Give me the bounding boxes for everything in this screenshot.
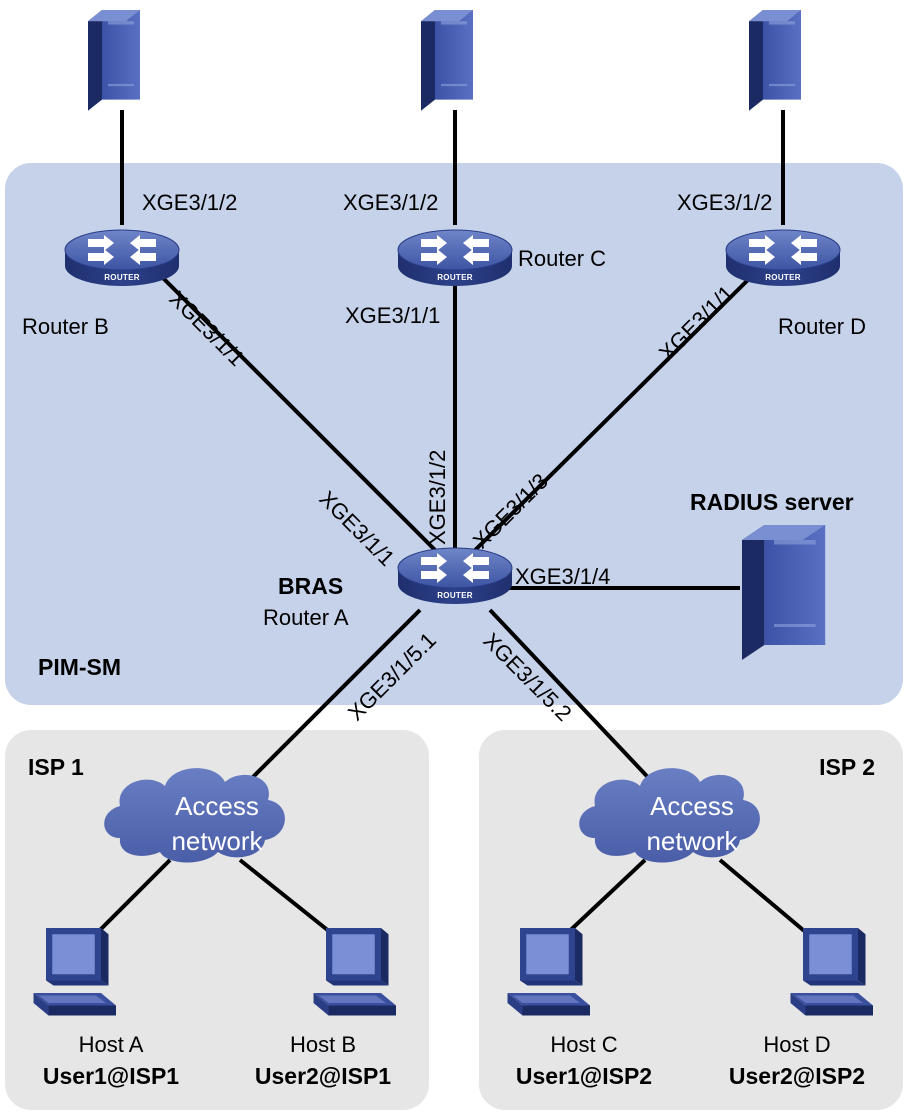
cloud-isp1-line2: network bbox=[171, 826, 263, 856]
host-d-label: Host D bbox=[763, 1032, 830, 1057]
host-a-label: Host A bbox=[79, 1032, 144, 1057]
router-c-icon: ROUTER bbox=[397, 229, 513, 287]
cloud-isp1-line1: Access bbox=[175, 791, 259, 821]
pim-sm-label: PIM-SM bbox=[38, 654, 121, 680]
server-icon-b bbox=[88, 10, 140, 111]
port-d-up: XGE3/1/2 bbox=[677, 190, 772, 215]
port-b-up: XGE3/1/2 bbox=[142, 190, 237, 215]
host-c-label: Host C bbox=[550, 1032, 617, 1057]
bras-label: BRAS bbox=[278, 573, 343, 599]
access-network-cloud-isp1: Access network bbox=[104, 768, 285, 863]
cloud-isp2-line2: network bbox=[646, 826, 738, 856]
router-c-label: Router C bbox=[518, 246, 606, 271]
link-cloud2-hostc bbox=[558, 858, 647, 942]
router-d-label: Router D bbox=[778, 314, 866, 339]
host-c-user: User1@ISP2 bbox=[516, 1063, 652, 1089]
router-a-label: Router A bbox=[263, 605, 349, 630]
host-b-label: Host B bbox=[290, 1032, 356, 1057]
radius-server-icon bbox=[742, 525, 826, 660]
port-c-down: XGE3/1/1 bbox=[345, 303, 440, 328]
link-a-isp2 bbox=[488, 608, 662, 792]
router-d-icon: ROUTER bbox=[725, 229, 841, 287]
host-d-user: User2@ISP2 bbox=[729, 1063, 865, 1089]
router-c-badge: ROUTER bbox=[437, 273, 473, 282]
cloud-isp2-line1: Access bbox=[650, 791, 734, 821]
router-b-icon: ROUTER bbox=[64, 229, 180, 287]
link-a-isp1 bbox=[238, 608, 422, 792]
host-b-user: User2@ISP1 bbox=[255, 1063, 391, 1089]
link-cloud1-hostb bbox=[238, 858, 342, 942]
port-a-to-radius: XGE3/1/4 bbox=[515, 564, 610, 589]
port-a-to-c: XGE3/1/2 bbox=[425, 450, 450, 545]
host-a-user: User1@ISP1 bbox=[43, 1063, 179, 1089]
router-b-badge: ROUTER bbox=[104, 273, 140, 282]
router-a-badge: ROUTER bbox=[437, 591, 473, 600]
server-icon-d bbox=[749, 10, 801, 111]
link-cloud2-hostd bbox=[718, 858, 817, 942]
router-d-badge: ROUTER bbox=[765, 273, 801, 282]
link-cloud1-hosta bbox=[88, 858, 172, 942]
isp2-label: ISP 2 bbox=[819, 754, 875, 780]
router-b-label: Router B bbox=[22, 314, 109, 339]
access-network-cloud-isp2: Access network bbox=[579, 768, 760, 863]
link-a-d bbox=[453, 266, 762, 572]
router-a-icon: ROUTER bbox=[397, 547, 513, 605]
server-icon-c bbox=[421, 10, 473, 111]
port-c-up: XGE3/1/2 bbox=[343, 190, 438, 215]
isp1-label: ISP 1 bbox=[28, 754, 84, 780]
link-a-b bbox=[153, 268, 457, 572]
links bbox=[88, 110, 817, 942]
radius-server-label: RADIUS server bbox=[690, 489, 854, 515]
